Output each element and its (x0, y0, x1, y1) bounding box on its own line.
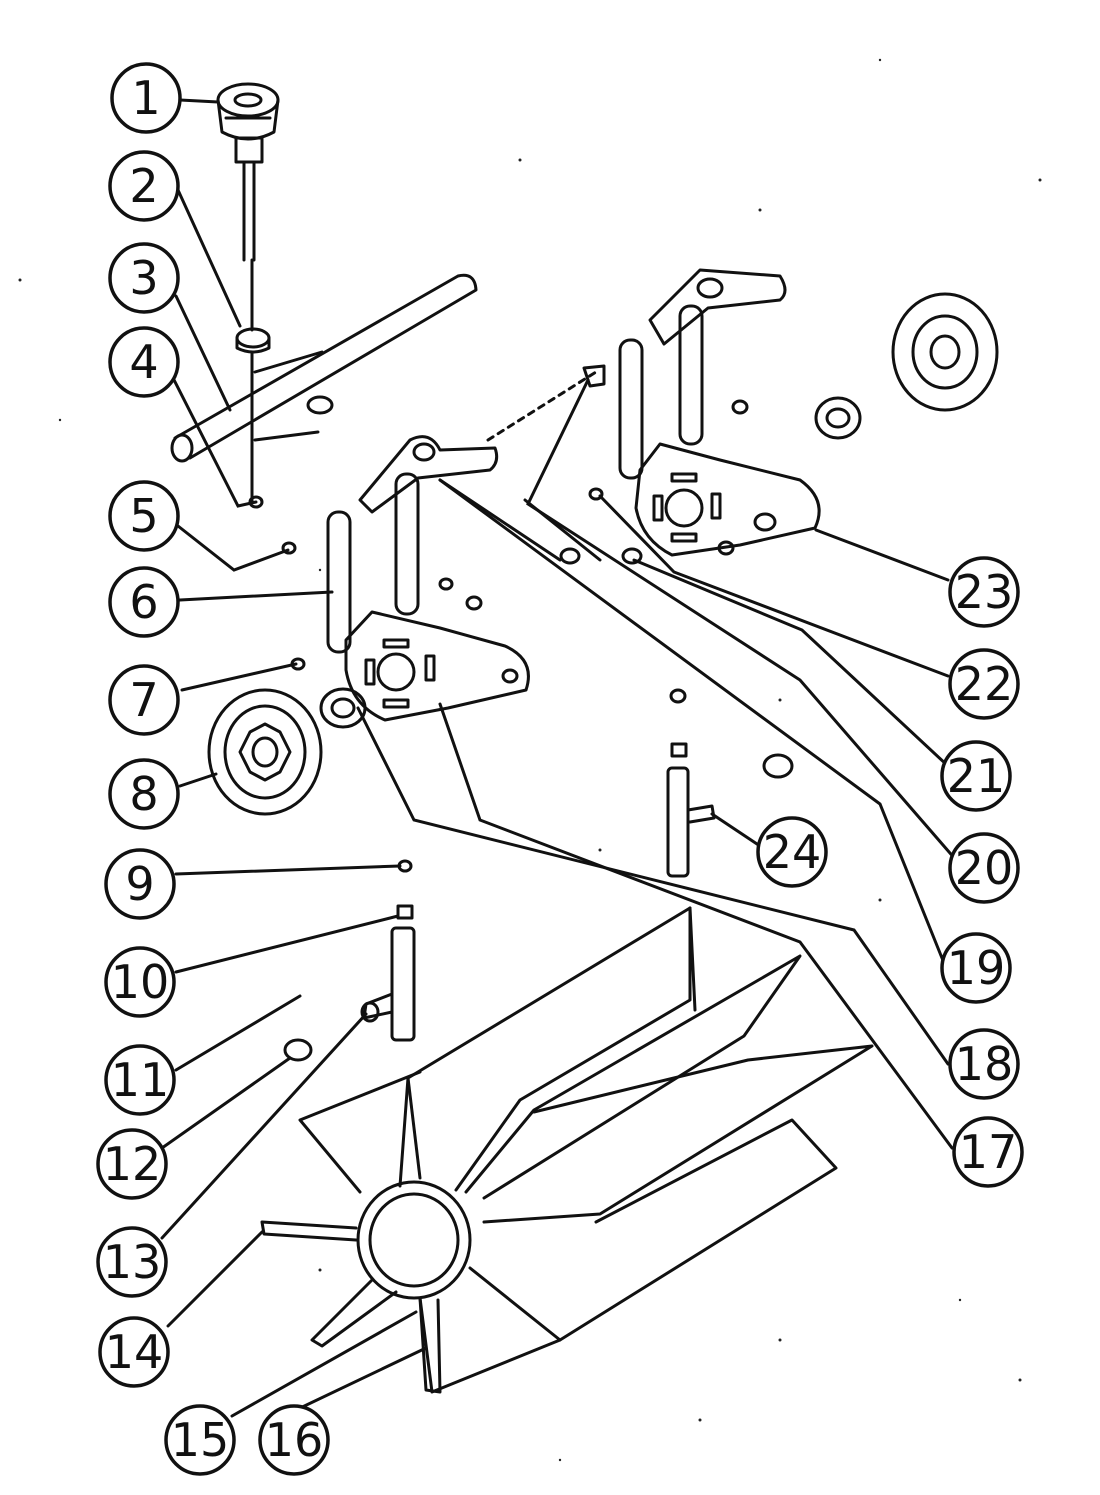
callout-21: 21 (940, 740, 1012, 812)
leader-6 (178, 590, 334, 602)
callout-4: 4 (108, 326, 180, 398)
svg-text:1: 1 (131, 71, 160, 125)
leader-12 (160, 1056, 292, 1150)
svg-text:23: 23 (955, 565, 1014, 619)
svg-text:15: 15 (171, 1413, 230, 1467)
svg-text:10: 10 (111, 955, 170, 1009)
callout-12: 12 (96, 1128, 168, 1200)
callout-18: 18 (948, 1028, 1020, 1100)
leader-8 (178, 772, 218, 788)
callout-14: 14 (98, 1316, 170, 1388)
part-bracket-right (634, 268, 821, 557)
part-pin-13 (360, 926, 416, 1042)
callout-10: 10 (104, 946, 176, 1018)
part-washer (235, 327, 271, 354)
svg-text:7: 7 (129, 673, 158, 727)
svg-text:16: 16 (265, 1413, 324, 1467)
part-shaft (170, 273, 478, 463)
callout-22: 22 (948, 648, 1020, 720)
leader-9 (174, 864, 402, 876)
svg-text:5: 5 (129, 489, 158, 543)
part-knob (216, 82, 280, 262)
callout-2: 2 (108, 150, 180, 222)
callout-6: 6 (108, 566, 180, 638)
leader-23 (814, 528, 950, 582)
part-small-nut (248, 395, 749, 1062)
callout-1: 1 (110, 62, 182, 134)
leader-16 (294, 1346, 428, 1412)
callout-11: 11 (104, 1044, 176, 1116)
callout-5: 5 (108, 480, 180, 552)
svg-text:22: 22 (955, 657, 1014, 711)
svg-text:24: 24 (763, 825, 822, 879)
callout-16: 16 (258, 1404, 330, 1476)
leader-7 (180, 662, 298, 692)
leader-13 (160, 1012, 368, 1240)
leader-15 (230, 1310, 418, 1418)
part-pulley-right (891, 292, 999, 412)
part-bearing-right (762, 396, 862, 779)
callout-7: 7 (108, 664, 180, 736)
svg-text:2: 2 (129, 159, 158, 213)
leader-20 (526, 378, 958, 862)
callout-8: 8 (108, 758, 180, 830)
leader-11 (174, 994, 302, 1072)
leader-4 (168, 370, 258, 508)
callout-17: 17 (952, 1116, 1024, 1188)
callouts: 1 2 3 4 5 6 7 8 9 10 11 12 13 14 15 16 1… (96, 62, 1024, 1476)
leader-lines (160, 98, 958, 1418)
svg-text:14: 14 (105, 1325, 164, 1379)
svg-text:3: 3 (129, 251, 158, 305)
callout-24: 24 (756, 816, 828, 888)
svg-text:9: 9 (125, 857, 154, 911)
part-fan-impeller (260, 906, 874, 1394)
part-bearing (319, 687, 367, 729)
leader-21 (632, 558, 950, 768)
callout-20: 20 (948, 832, 1020, 904)
callout-23: 23 (948, 556, 1020, 628)
svg-text:20: 20 (955, 841, 1014, 895)
scan-noise (18, 58, 1042, 1462)
leader-3 (174, 294, 232, 412)
svg-text:12: 12 (103, 1137, 162, 1191)
svg-text:4: 4 (129, 335, 158, 389)
leader-18 (356, 706, 950, 1066)
part-pulley-left (207, 688, 323, 816)
svg-text:21: 21 (947, 749, 1006, 803)
svg-text:19: 19 (947, 941, 1006, 995)
part-pin-24 (666, 766, 716, 878)
svg-text:13: 13 (103, 1235, 162, 1289)
leader-14 (166, 1230, 264, 1328)
callout-9: 9 (104, 848, 176, 920)
svg-text:6: 6 (129, 575, 158, 629)
leader-2 (176, 188, 242, 328)
svg-text:17: 17 (959, 1125, 1018, 1179)
leader-5 (176, 524, 290, 572)
part-chain-connector (486, 364, 606, 442)
callout-15: 15 (164, 1404, 236, 1476)
svg-text:11: 11 (111, 1053, 170, 1107)
leader-22 (598, 494, 950, 678)
callout-19: 19 (940, 932, 1012, 1004)
callout-3: 3 (108, 242, 180, 314)
callout-13: 13 (96, 1226, 168, 1298)
part-link-bar-right (618, 304, 704, 480)
part-long-wire (438, 478, 602, 562)
leader-10 (174, 914, 400, 974)
svg-text:18: 18 (955, 1037, 1014, 1091)
leader-17 (438, 702, 954, 1150)
svg-text:8: 8 (129, 767, 158, 821)
leader-19 (438, 478, 948, 970)
part-link-bar-left (326, 472, 420, 654)
part-bracket-left (344, 435, 530, 722)
leader-24 (710, 812, 762, 848)
leader-1 (178, 98, 220, 104)
